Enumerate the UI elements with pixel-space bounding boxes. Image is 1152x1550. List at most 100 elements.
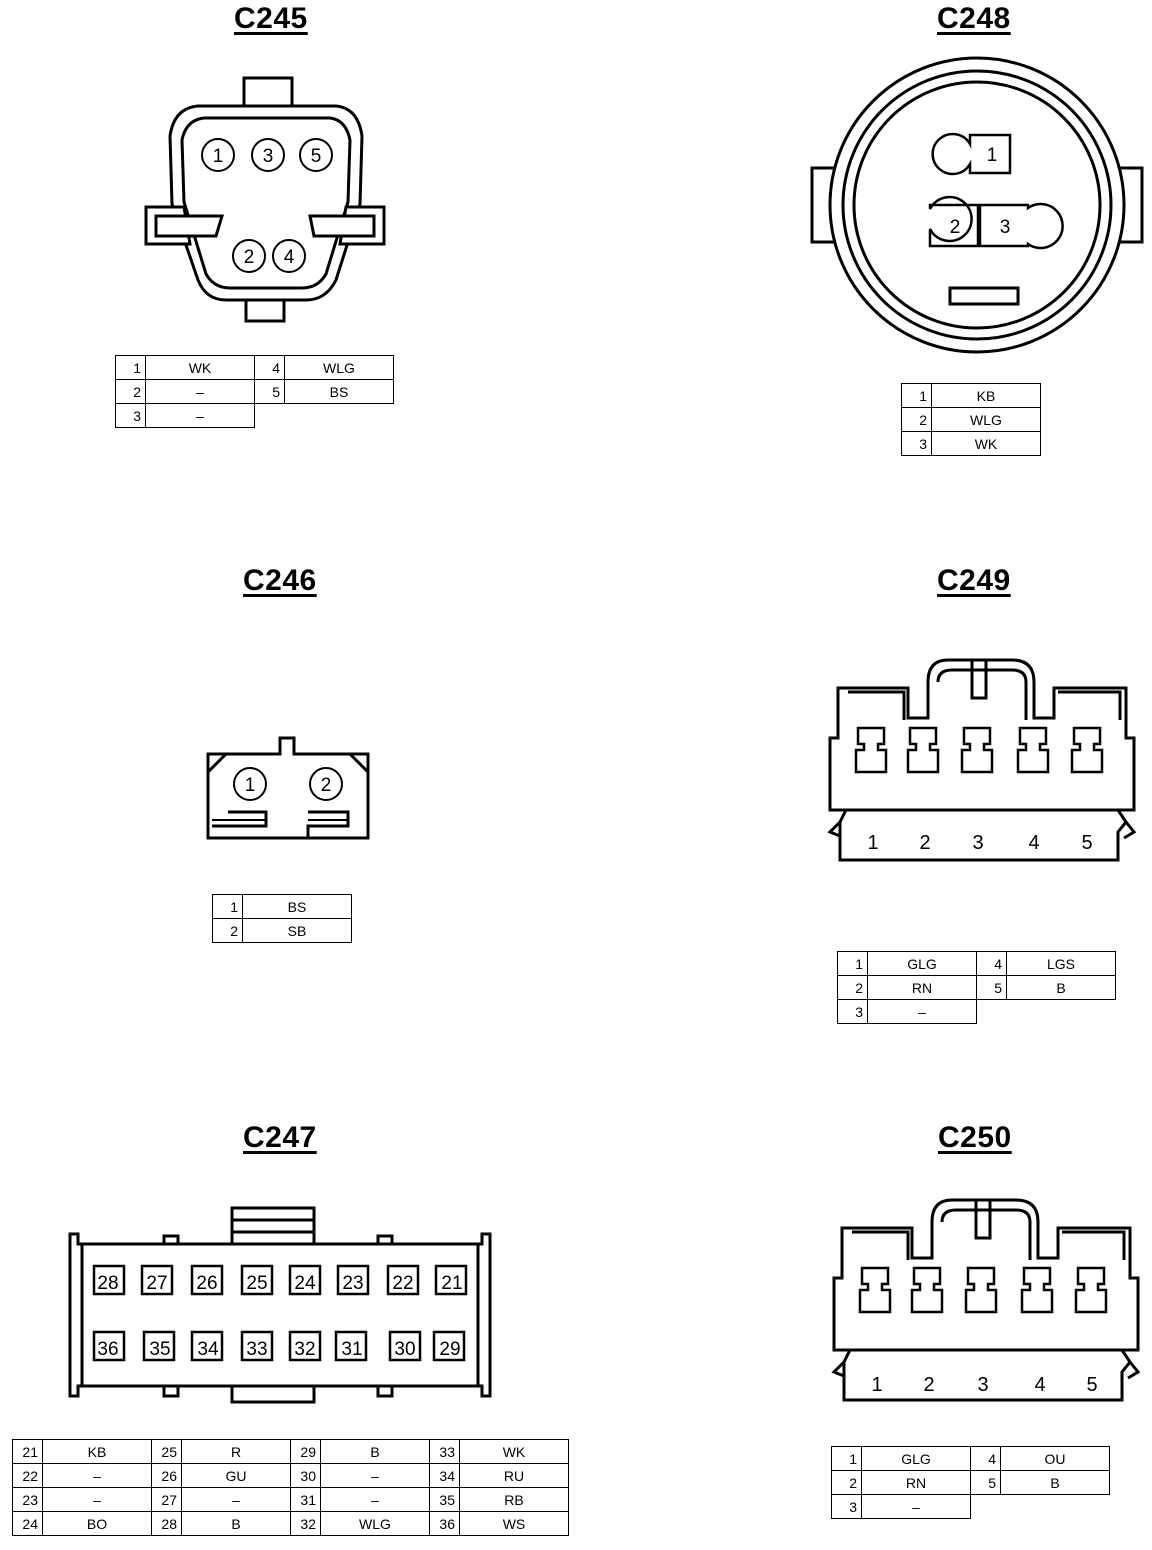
c247-pin-label: 30	[394, 1339, 415, 1360]
wire-color: BS	[242, 894, 352, 919]
c247-pin-cavity	[240, 1330, 274, 1362]
c245-pin-label: 4	[284, 247, 295, 268]
c248-pin-1	[931, 132, 1012, 176]
c245-pin-label: 3	[263, 146, 274, 167]
c247-pin-label: 31	[341, 1339, 362, 1360]
c247-pin-cavity	[288, 1264, 322, 1296]
wire-color: KB	[931, 383, 1041, 408]
pin-number: 2	[901, 407, 932, 432]
c250-pin-label: 5	[1086, 1374, 1097, 1396]
pin-number: 5	[970, 1470, 1001, 1495]
c250-connector-diagram: 1 2 3 4 5	[831, 1198, 1141, 1402]
c249-pin-table: 1 GLG 4 LGS 2 RN 5 B 3 –	[837, 951, 1116, 1024]
table-row: 1 WK 4 WLG	[115, 355, 394, 380]
c250-pin-4	[1020, 1266, 1054, 1314]
pin-number: 31	[290, 1487, 321, 1512]
c250-pin-5	[1074, 1266, 1108, 1314]
c249-pin-5	[1070, 726, 1104, 774]
wire-color: BO	[42, 1511, 152, 1536]
c247-pin-label: 33	[246, 1339, 267, 1360]
c250-pin-3	[964, 1266, 998, 1314]
c247-pin-label: 34	[197, 1339, 219, 1360]
pin-number: 2	[837, 975, 868, 1000]
wire-color: WK	[459, 1439, 569, 1464]
c245-pin-label: 5	[311, 146, 322, 167]
pin-number: 4	[970, 1446, 1001, 1471]
wire-color: SB	[242, 918, 352, 943]
wire-color: WK	[931, 431, 1041, 456]
c247-pin-cavity	[434, 1264, 468, 1296]
c247-pin-cavity	[190, 1330, 224, 1362]
table-row: 2 RN 5 B	[837, 975, 1116, 1000]
c245-pin-label: 2	[244, 247, 255, 268]
wire-color: B	[181, 1511, 291, 1536]
c246-pin-table: 1 BS 2 SB	[212, 894, 352, 943]
pin-number: 2	[831, 1470, 862, 1495]
c246-pin-1	[233, 767, 267, 801]
pin-number: 3	[837, 999, 868, 1024]
wire-color: LGS	[1006, 951, 1116, 976]
pin-number: 4	[976, 951, 1007, 976]
table-row: 2 SB	[212, 918, 352, 943]
c246-connector-diagram: 1 2	[206, 736, 370, 840]
c245-title: C245	[234, 2, 308, 35]
wire-color: B	[1006, 975, 1116, 1000]
c248-pin-label: 2	[950, 217, 961, 238]
c245-pin-2	[232, 239, 266, 273]
wire-color: GU	[181, 1463, 291, 1488]
table-row: 2 RN 5 B	[831, 1470, 1110, 1495]
wire-color: WK	[145, 355, 255, 380]
pin-number: 1	[831, 1446, 862, 1471]
c250-pin-2	[910, 1266, 944, 1314]
table-row: 3 –	[837, 999, 1116, 1024]
c247-connector-diagram: 28 27 26 25 24 23 22 21 36 35 34 33 32 3…	[68, 1206, 492, 1404]
c249-pin-1	[854, 726, 888, 774]
table-row: 23 – 27 – 31 – 35 RB	[12, 1487, 569, 1512]
c246-pin-label: 2	[321, 775, 332, 796]
pin-number: 34	[429, 1463, 460, 1488]
wire-color: –	[320, 1463, 430, 1488]
pin-number: 30	[290, 1463, 321, 1488]
table-row: 22 – 26 GU 30 – 34 RU	[12, 1463, 569, 1488]
wire-color: WS	[459, 1511, 569, 1536]
c247-pin-label: 27	[146, 1273, 167, 1294]
table-row: 3 –	[831, 1494, 1110, 1519]
pin-number: 3	[901, 431, 932, 456]
wire-color: –	[181, 1487, 291, 1512]
c247-pin-cavity	[140, 1264, 174, 1296]
c249-pin-label: 1	[867, 832, 878, 854]
c247-title: C247	[243, 1121, 317, 1154]
c247-pin-table: 21 KB 25 R 29 B 33 WK 22 – 26 GU 30 – 34…	[12, 1439, 569, 1536]
c250-pin-label: 3	[977, 1374, 988, 1396]
wire-color: –	[42, 1487, 152, 1512]
c248-pin-label: 1	[987, 145, 998, 166]
c248-title: C248	[937, 2, 1011, 35]
c248-pin-3	[978, 202, 1064, 250]
wire-color: –	[320, 1487, 430, 1512]
wire-color: –	[42, 1463, 152, 1488]
c247-pin-cavity	[142, 1330, 176, 1362]
wire-color: B	[320, 1439, 430, 1464]
pin-number: 29	[290, 1439, 321, 1464]
c246-title: C246	[243, 564, 317, 597]
c250-pin-label: 2	[923, 1374, 934, 1396]
pin-number: 21	[12, 1439, 43, 1464]
pin-number: 27	[151, 1487, 182, 1512]
pin-number: 1	[212, 894, 243, 919]
pin-number: 28	[151, 1511, 182, 1536]
c247-pin-label: 29	[439, 1339, 460, 1360]
pin-number: 22	[12, 1463, 43, 1488]
c249-pin-label: 3	[972, 832, 983, 854]
c247-pin-cavity	[92, 1330, 126, 1362]
c249-title: C249	[937, 564, 1011, 597]
c250-pin-table: 1 GLG 4 OU 2 RN 5 B 3 –	[831, 1446, 1110, 1519]
pin-number: 2	[115, 379, 146, 404]
pin-number: 33	[429, 1439, 460, 1464]
c247-pin-label: 26	[196, 1273, 217, 1294]
wire-color: BS	[284, 379, 394, 404]
c248-pin-label: 3	[1000, 217, 1011, 238]
c249-pin-label: 2	[919, 832, 930, 854]
c247-pin-label: 28	[97, 1273, 118, 1294]
c245-pin-label: 1	[213, 146, 224, 167]
c245-pin-4	[272, 239, 306, 273]
